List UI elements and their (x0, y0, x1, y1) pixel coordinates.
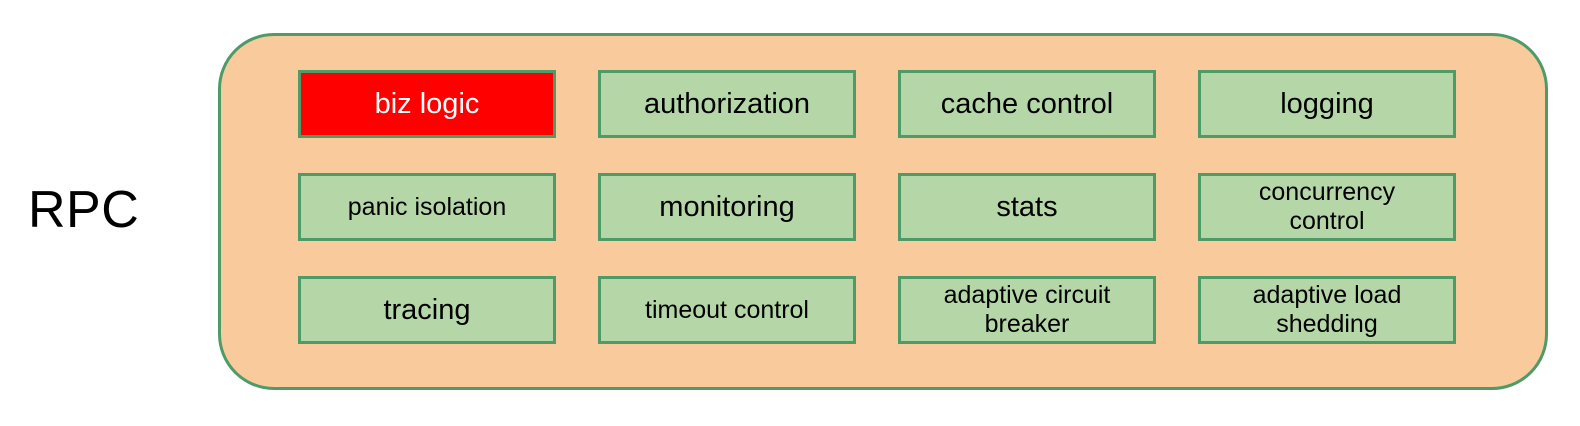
component-box-label: stats (996, 190, 1058, 223)
component-box-stats: stats (898, 173, 1156, 241)
component-box-label: tracing (383, 293, 471, 326)
component-box-label: logging (1280, 87, 1374, 120)
component-box-label: biz logic (374, 87, 480, 120)
component-box-timeout-control: timeout control (598, 276, 856, 344)
component-box-label: timeout control (645, 295, 809, 324)
component-grid: biz logic authorization cache control loggi… (298, 70, 1456, 344)
component-box-label: control (1289, 207, 1365, 235)
component-box-logging: logging (1198, 70, 1456, 138)
component-box-biz-logic: biz logic (298, 70, 556, 138)
component-box-cache-control: cache control (898, 70, 1156, 138)
component-box-label: adaptive load (1252, 281, 1402, 309)
component-box-label: shedding (1276, 310, 1378, 338)
component-box-monitoring: monitoring (598, 173, 856, 241)
component-box-label: breaker (984, 310, 1070, 338)
component-box-panic-isolation: panic isolation (298, 173, 556, 241)
component-box-authorization: authorization (598, 70, 856, 138)
component-box-label: concurrency (1258, 178, 1396, 206)
component-box-label: monitoring (659, 190, 795, 223)
rpc-label: RPC (28, 181, 140, 239)
component-box-label: authorization (643, 87, 811, 120)
component-box-label: cache control (940, 87, 1114, 120)
component-box-tracing: tracing (298, 276, 556, 344)
component-box-label: adaptive circuit (943, 281, 1111, 309)
rpc-container: biz logic authorization cache control loggi… (218, 33, 1548, 390)
component-box-label: panic isolation (347, 192, 507, 221)
